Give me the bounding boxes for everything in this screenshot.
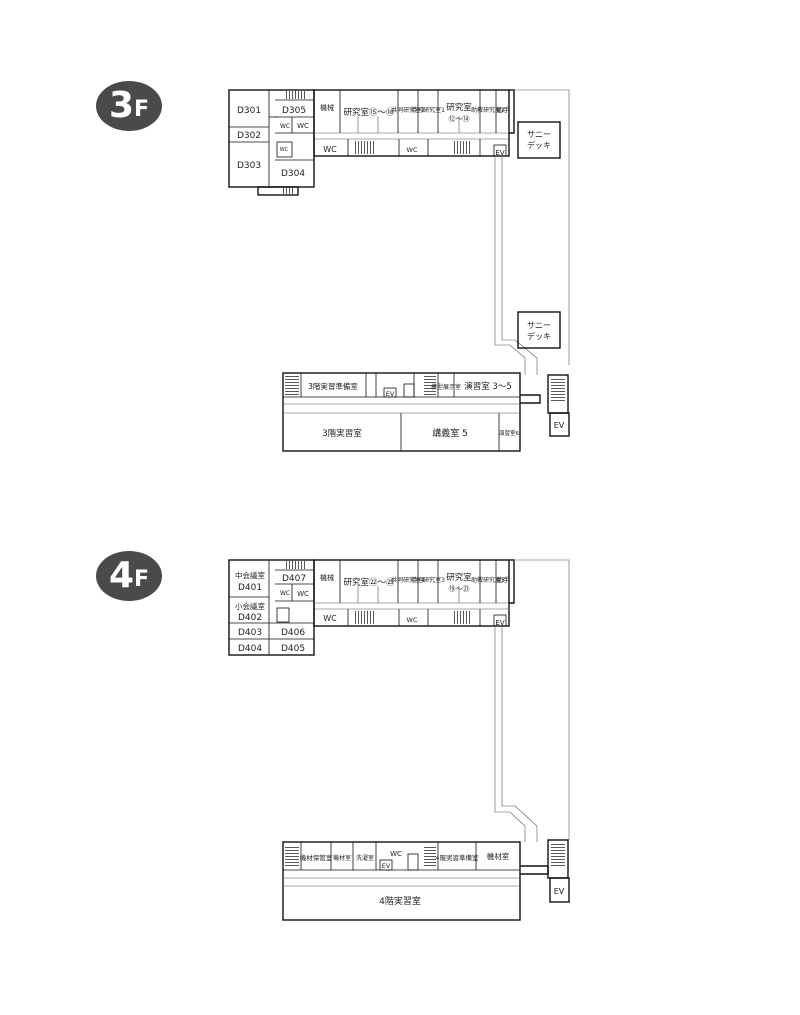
f3-wc-e: WC [280,147,289,153]
f3-ev-b: EV [386,390,395,398]
f4-wc-a: WC [280,590,290,597]
f3-walkway [494,89,570,375]
f3-room-d305: D305 [282,106,306,116]
f4-room-d404: D404 [238,644,262,654]
f4-room-kikai: 機械 [320,573,334,582]
f3-sunny-deck-top-line1: サニー [527,130,551,139]
f4-room-equip-small: 機材室 [333,854,351,862]
f4-lab-wing [313,559,515,627]
f4-room-lab-19-21-b: ⑲〜㉑ [449,585,470,593]
f4-room-d406: D406 [281,628,305,638]
f4-ev-b: EV [382,862,391,870]
f3-room-shared-lab-2: 共同研究室2 [391,106,425,114]
floor-3-number: 3 [108,85,135,126]
f4-room-lab-22-25: 研究室㉒〜㉕ [343,577,395,588]
f3-office-block [228,89,315,196]
f4-room-practice-lab: 4階実習室 [379,895,421,907]
f3-room-practice-lab: 3階実習室 [322,428,362,439]
f4-walkway [494,559,570,842]
floor-3-suffix: F [134,97,150,122]
f3-sunny-deck-bottom-line1: サニー [527,321,551,330]
f3-room-prep: 3階実習準備室 [308,381,358,391]
f3-wc-b: WC [297,122,309,130]
f4-room-d405: D405 [281,644,305,654]
f4-room-prep: 4階実習準備室 [435,853,479,862]
f4-ev-c: EV [554,887,565,896]
f3-room-lecture-5: 講義室 5 [432,427,468,439]
floor-4-number: 4 [108,555,135,596]
f4-wc-d: WC [407,616,418,624]
f3-lecture-wing [282,372,570,452]
f4-room-equip-storage: 機材保管室 [300,853,333,862]
f4-wc-c: WC [323,614,337,623]
f4-wc-b: WC [297,590,309,598]
f4-room-d403: D403 [238,628,262,638]
f3-room-d302: D302 [237,131,261,141]
f3-room-lab-12-14-a: 研究室 [446,102,472,113]
f3-wc-a: WC [280,123,290,130]
f4-wc-e: WC [390,850,402,858]
f4-room-shared-lab-4: 共同研究室4 [391,576,425,584]
f4-room-lab-19-21-a: 研究室 [446,572,472,583]
f4-room-d402: D402 [238,613,262,623]
f4-practice-wing [282,839,570,921]
f3-room-d303: D303 [237,161,261,171]
f3-room-practice-3-5: 演習室 3〜5 [464,381,512,392]
f3-ev-a: EV [495,149,504,157]
f4-room-shared-lab-3: 共同研究室3 [411,576,445,584]
f4-room-assistant: 助手 [497,575,511,584]
f4-room-equip: 機材室 [487,851,510,861]
f3-room-kikai: 機械 [320,103,334,112]
f3-room-lab-12-14-b: ⑫〜⑭ [449,115,470,123]
f4-office-block [228,559,315,656]
f3-room-lab-15-18: 研究室⑮〜⑱ [343,107,395,118]
f4-room-d407: D407 [282,574,306,584]
f3-room-assistant: 助手 [497,105,511,114]
f4-room-mid-meeting: 中会議室 [235,570,265,580]
floor-4-suffix: F [134,567,150,592]
f4-room-assistant-lab-3: 助教研究室3 [471,576,505,584]
f3-wc-d: WC [407,146,418,154]
f3-wc-c: WC [323,145,337,154]
f4-room-washroom: 洗濯室 [356,854,374,862]
f3-ev-c: EV [554,421,565,430]
f3-sunny-deck-bottom-line2: デッキ [527,331,551,341]
f3-sunny-deck-top-line2: デッキ [527,140,551,150]
f4-room-small-meeting: 小会議室 [235,601,265,611]
f3-room-practice-6: 演習室6 [499,429,520,437]
f3-room-assistant-lab-2: 助教研究室2 [471,106,505,114]
floor-3-plan: D301 D302 D303 D304 D305 WC WC WC WC WC … [228,89,570,452]
f3-room-d304: D304 [281,169,305,179]
f4-ev-a: EV [495,619,504,627]
f4-room-d401: D401 [238,583,262,593]
floor-4-plan: 中会議室 D401 小会議室 D402 D403 D404 D405 D406 … [228,559,570,921]
f3-room-d301: D301 [237,106,261,116]
f3-room-model: 模型展示室 [431,383,461,391]
f3-room-shared-lab-1: 共同研究室1 [411,106,445,114]
